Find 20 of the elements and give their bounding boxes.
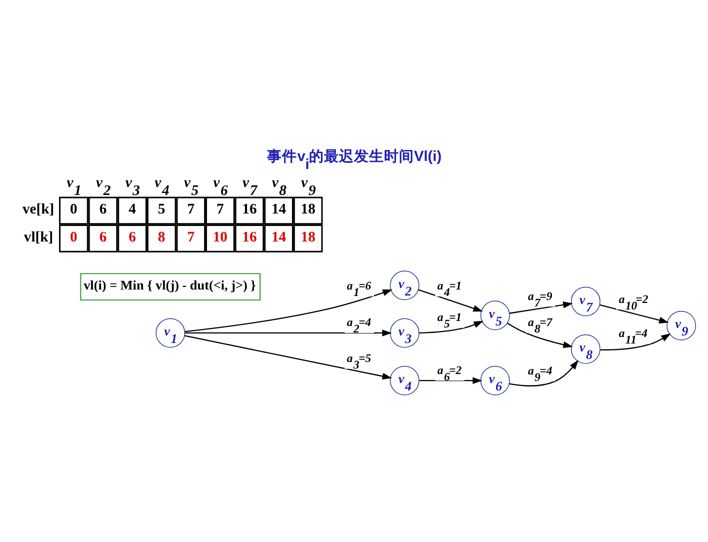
label: ve[k] <box>22 202 54 218</box>
label: 0 <box>70 229 78 246</box>
label: 5 <box>158 202 166 218</box>
label: 4 <box>128 202 136 218</box>
label: 0 <box>70 202 78 218</box>
label: 7 <box>187 202 195 218</box>
label: 6 <box>99 202 107 218</box>
label: 8 <box>158 229 166 246</box>
label: 18 <box>300 229 316 246</box>
label: 7 <box>216 202 224 218</box>
label: 14 <box>271 202 286 218</box>
label: 16 <box>242 202 257 218</box>
label: 7 <box>187 229 195 246</box>
label: 18 <box>300 202 316 218</box>
label: 6 <box>128 229 136 246</box>
label: 10 <box>212 229 228 246</box>
label: 16 <box>242 229 257 246</box>
label: 14 <box>271 229 286 246</box>
label: vl[k] <box>24 229 54 246</box>
label: 6 <box>99 229 107 246</box>
